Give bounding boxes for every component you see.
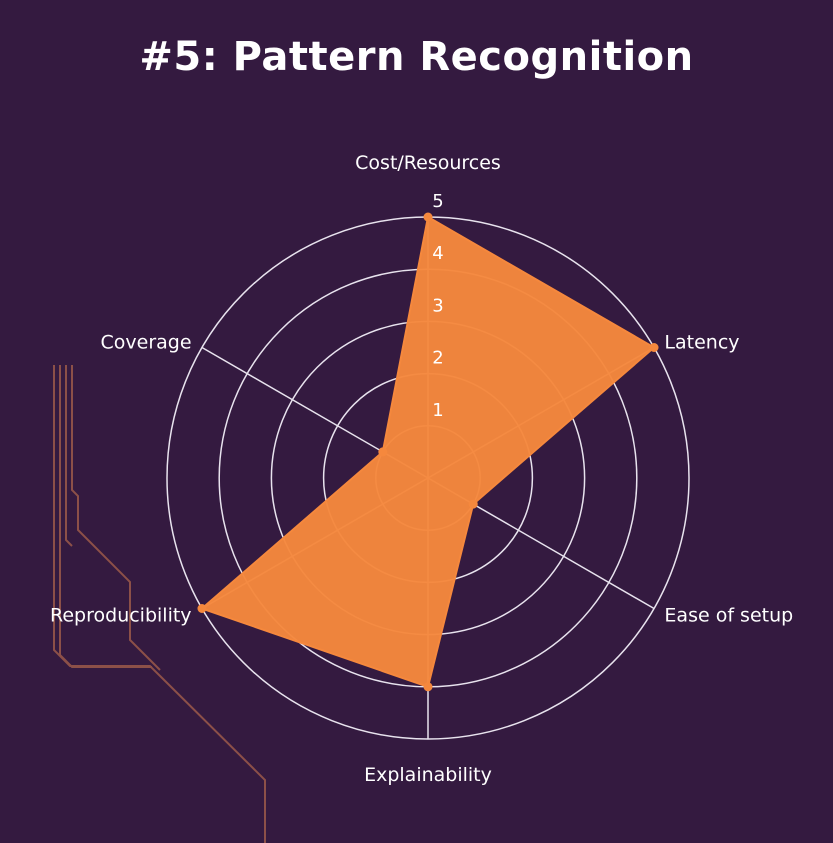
axis-label: Latency [664, 332, 739, 354]
circuit-line [59, 365, 152, 668]
data-point [423, 212, 433, 222]
tick-label: 5 [432, 191, 443, 212]
tick-label: 2 [432, 348, 443, 369]
tick-label: 4 [432, 243, 443, 264]
tick-label: 3 [432, 295, 443, 316]
series-area [200, 216, 656, 688]
data-point [378, 447, 388, 457]
axis-label: Ease of setup [664, 605, 793, 627]
data-point [423, 682, 433, 692]
data-point [649, 343, 659, 352]
axis-label: Coverage [101, 332, 192, 354]
radial-tick-labels: 1 2 3 4 5 [432, 191, 443, 421]
circuit-line [65, 365, 73, 547]
data-point [197, 604, 207, 613]
axis-label: Explainability [364, 764, 492, 786]
circuit-line [71, 365, 161, 671]
data-point [468, 499, 478, 509]
axis-label: Reproducibility [50, 605, 192, 627]
axis-label: Cost/Resources [355, 152, 501, 174]
radar-series [197, 212, 659, 692]
page-title: #5: Pattern Recognition [139, 34, 694, 80]
tick-label: 1 [432, 400, 443, 421]
